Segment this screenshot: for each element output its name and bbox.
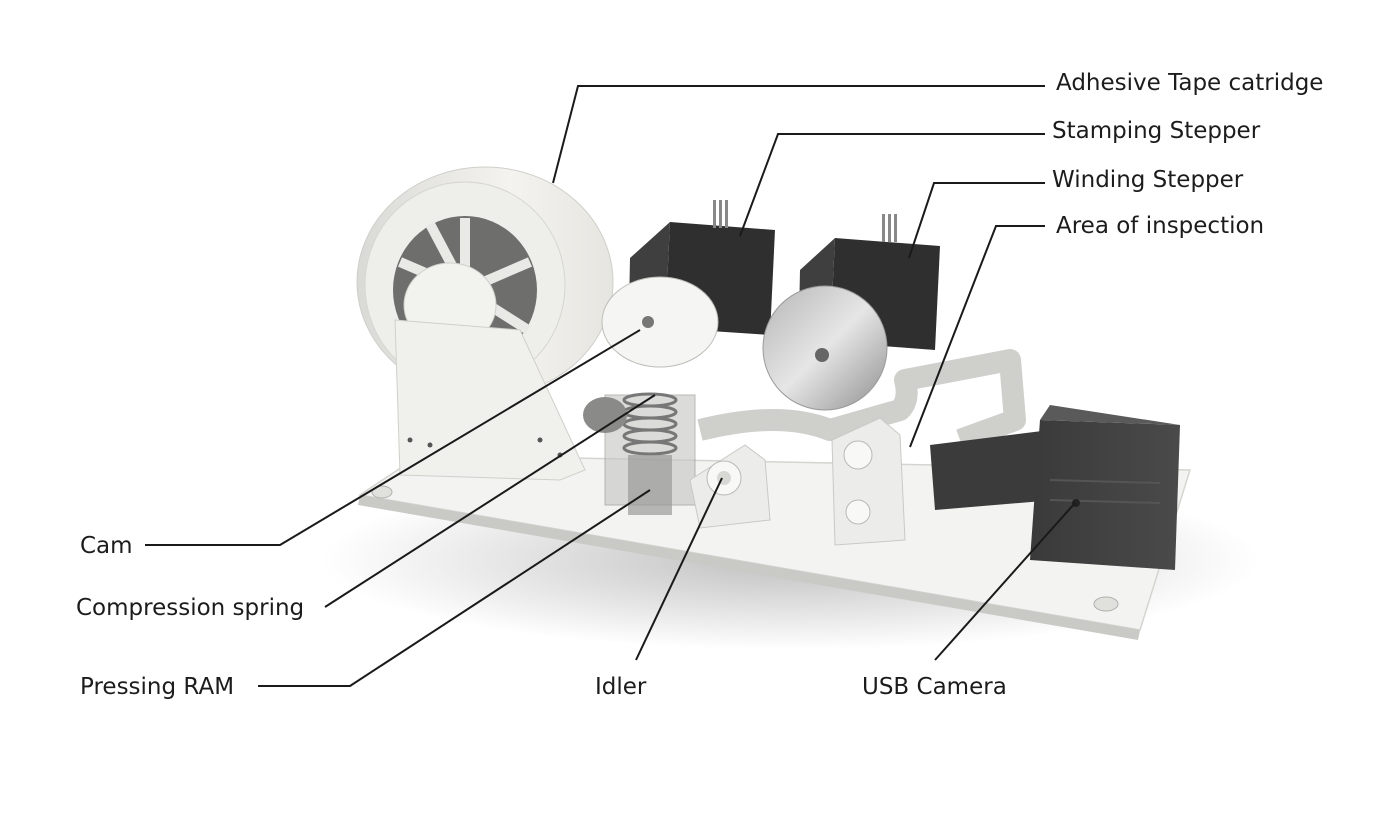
idler-block bbox=[689, 444, 771, 529]
leader-usb-camera bbox=[934, 502, 1076, 661]
inspection-block bbox=[831, 417, 906, 546]
leader-idler bbox=[635, 477, 723, 661]
leader-cam bbox=[145, 329, 641, 546]
tape-strip bbox=[697, 349, 1026, 451]
usb-camera-body bbox=[930, 405, 1180, 570]
label-winding-stepper: Winding Stepper bbox=[1052, 167, 1244, 193]
leader-area-inspection bbox=[909, 225, 1045, 448]
leader-pressing-ram bbox=[258, 489, 651, 687]
winding-stepper-motor bbox=[762, 214, 940, 411]
label-pressing-ram: Pressing RAM bbox=[80, 674, 235, 700]
spring-ram-assembly bbox=[583, 392, 696, 515]
label-area-of-inspection: Area of inspection bbox=[1056, 213, 1265, 239]
leader-lines bbox=[145, 85, 1076, 687]
label-stamping-stepper: Stamping Stepper bbox=[1052, 118, 1261, 144]
label-compression-spring: Compression spring bbox=[76, 595, 305, 621]
label-cam: Cam bbox=[80, 533, 133, 559]
leader-adhesive-tape bbox=[552, 85, 1045, 184]
tape-reel bbox=[356, 166, 614, 481]
label-adhesive-tape-cartridge: Adhesive Tape catridge bbox=[1056, 70, 1324, 96]
leader-compression-spring bbox=[324, 394, 656, 608]
label-idler: Idler bbox=[595, 674, 647, 700]
leader-stamping-stepper bbox=[739, 133, 1045, 237]
leader-winding-stepper bbox=[908, 182, 1045, 259]
stamping-stepper-motor bbox=[601, 200, 775, 368]
label-usb-camera: USB Camera bbox=[862, 674, 1007, 700]
